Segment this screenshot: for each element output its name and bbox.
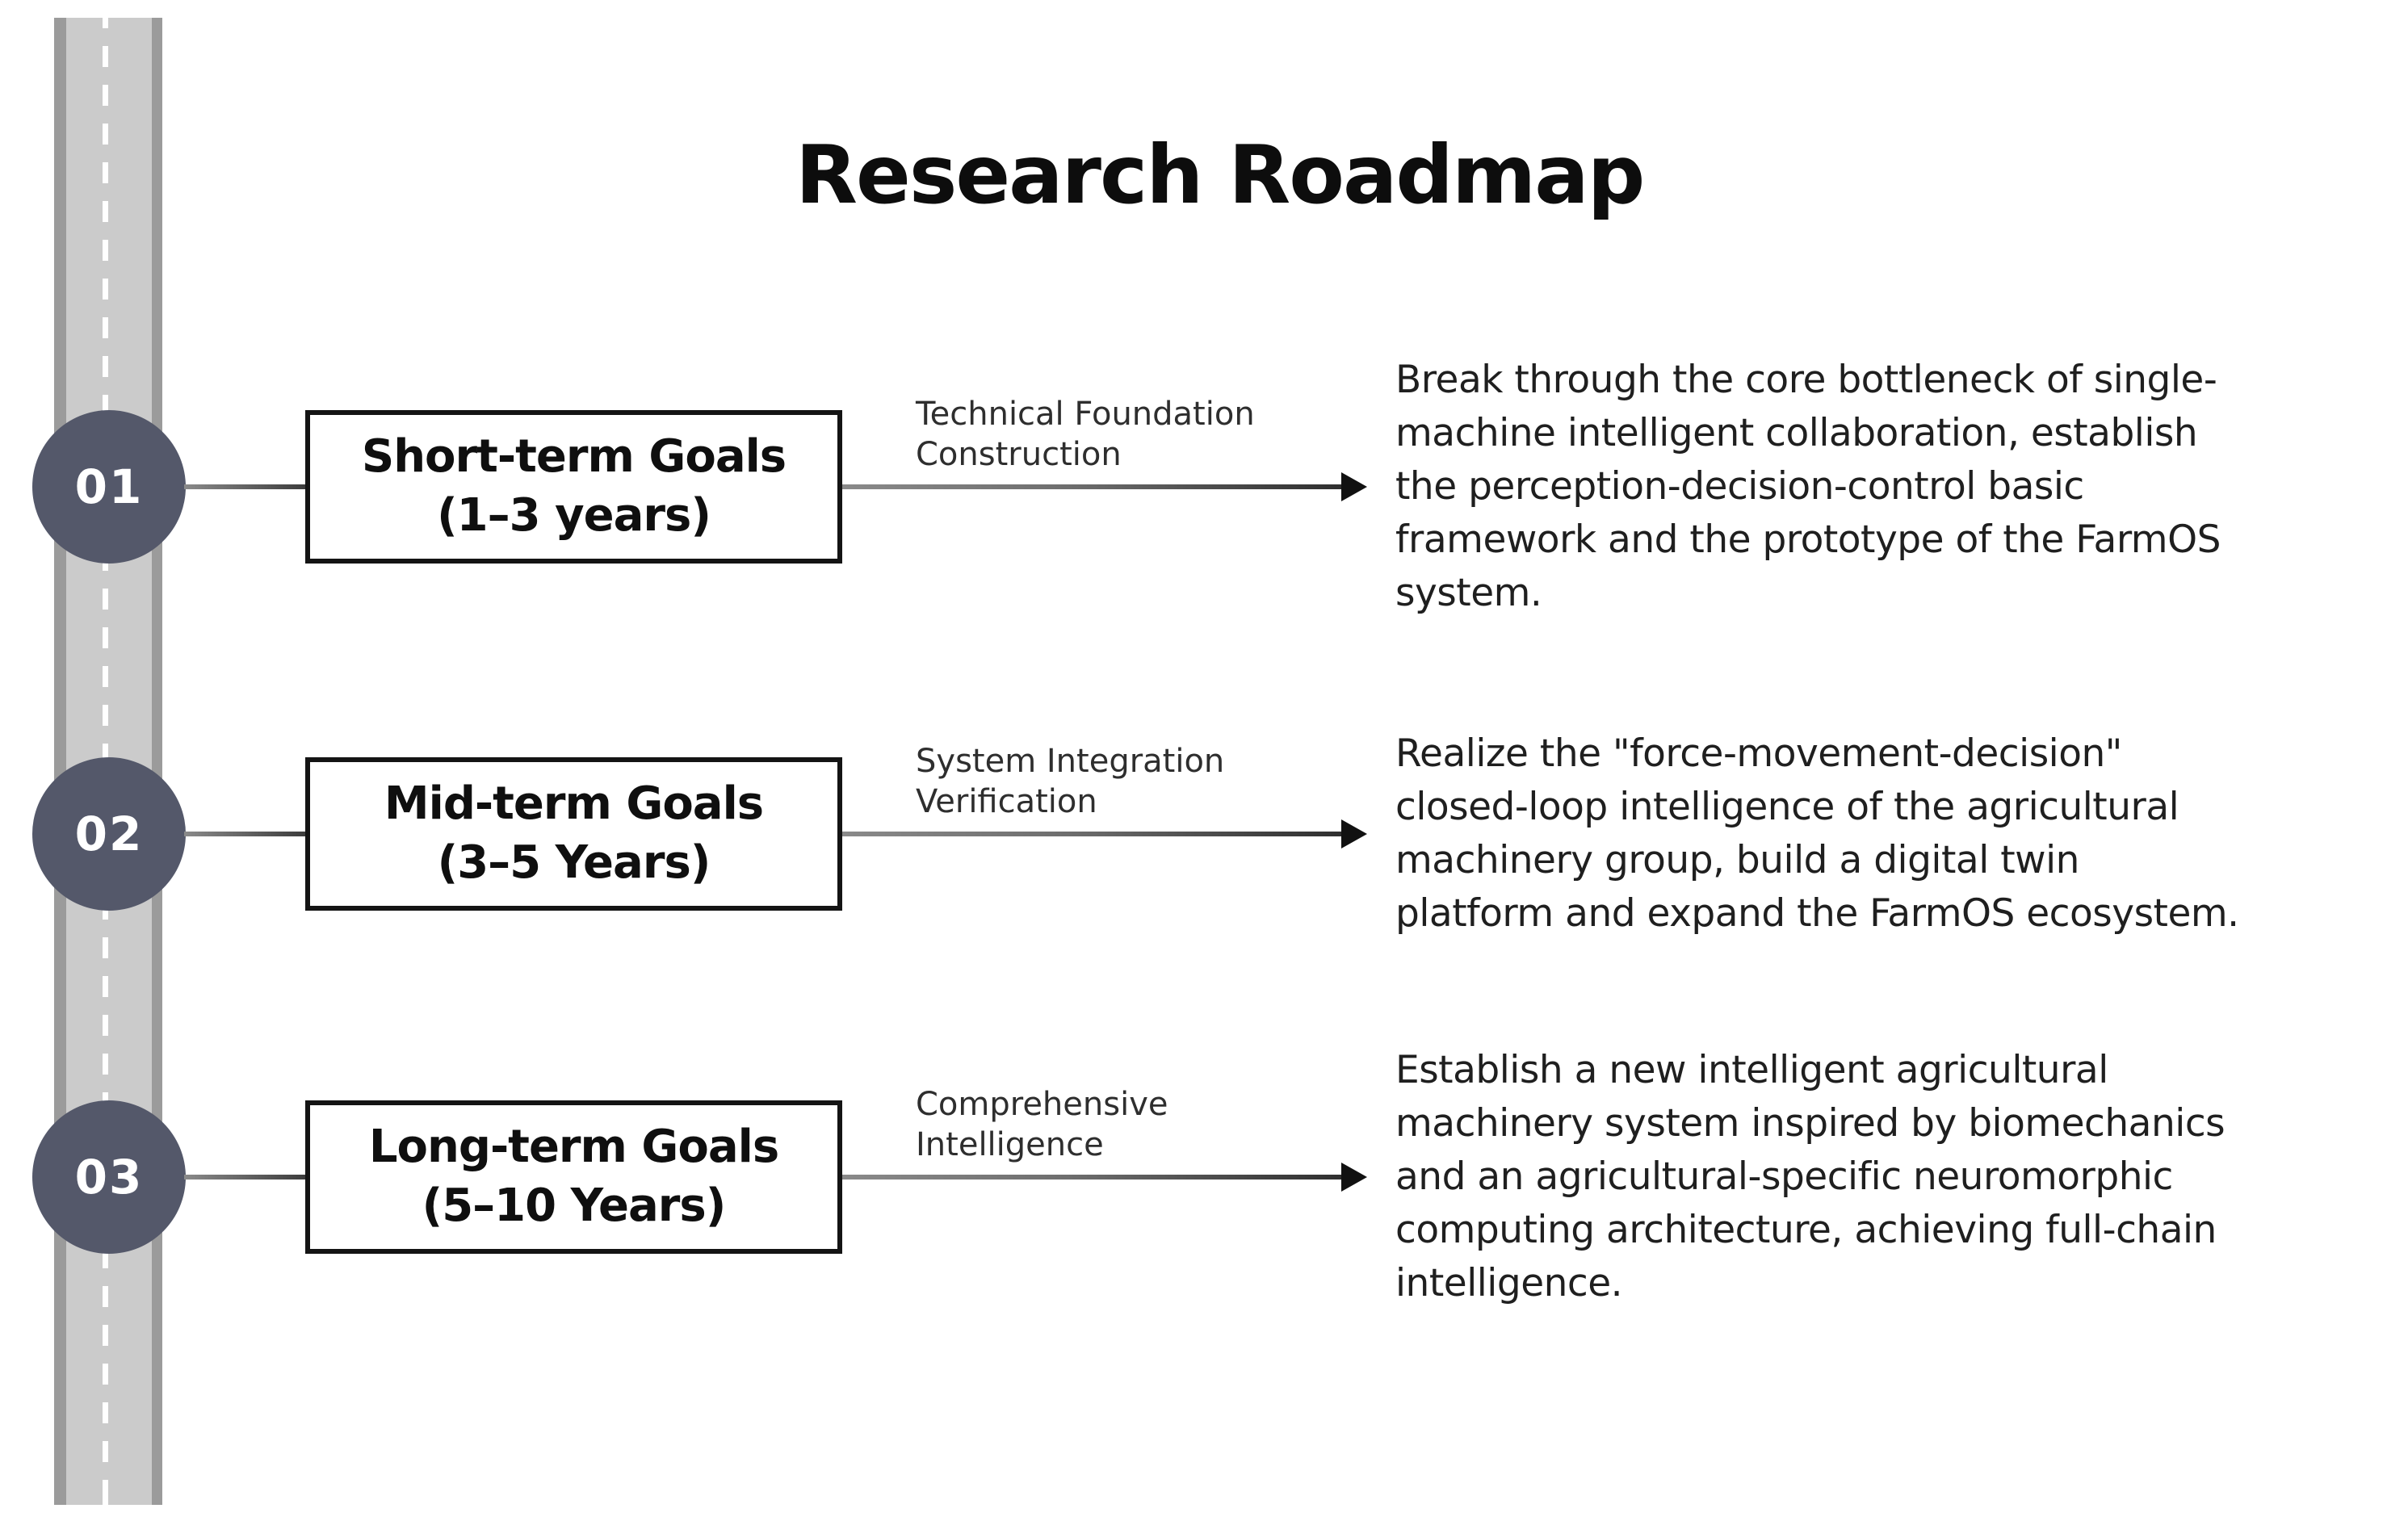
- roadmap-row-mid-term: 02 Mid-term Goals (3–5 Years) System Int…: [0, 731, 2408, 936]
- roadmap-row-short-term: 01 Short-term Goals (1–3 years) Technica…: [0, 358, 2408, 615]
- connector-line: [184, 1175, 307, 1180]
- arrow-label: System Integration Verification: [916, 743, 1225, 820]
- arrow-label: Technical Foundation Construction: [916, 396, 1255, 473]
- goal-description: Establish a new intelligent agricultural…: [1395, 1048, 2226, 1305]
- connector-line: [184, 832, 307, 836]
- flow-arrow: [842, 472, 1367, 501]
- goal-description: Realize the "force-movement-decision" cl…: [1395, 731, 2239, 936]
- roadmap-row-long-term: 03 Long-term Goals (5–10 Years) Comprehe…: [0, 1048, 2408, 1305]
- milestone-number-badge: 02: [32, 757, 186, 911]
- arrowhead-icon: [1341, 819, 1367, 848]
- goal-description: Break through the core bottleneck of sin…: [1395, 358, 2221, 615]
- goal-box-label: Mid-term Goals (3–5 Years): [384, 777, 764, 889]
- goal-box-label: Short-term Goals (1–3 years): [361, 430, 787, 542]
- flow-arrow: [842, 819, 1367, 848]
- goal-box: Mid-term Goals (3–5 Years): [305, 757, 842, 911]
- goal-box-label: Long-term Goals (5–10 Years): [368, 1121, 779, 1232]
- milestone-number-badge: 01: [32, 410, 186, 564]
- arrow-label: Comprehensive Intelligence: [916, 1086, 1168, 1163]
- flow-arrow: [842, 1163, 1367, 1192]
- milestone-number-badge: 03: [32, 1100, 186, 1254]
- goal-box: Long-term Goals (5–10 Years): [305, 1100, 842, 1254]
- arrowhead-icon: [1341, 472, 1367, 501]
- page-title: Research Roadmap: [795, 128, 1645, 222]
- arrowhead-icon: [1341, 1163, 1367, 1192]
- goal-box: Short-term Goals (1–3 years): [305, 410, 842, 564]
- connector-line: [184, 484, 307, 489]
